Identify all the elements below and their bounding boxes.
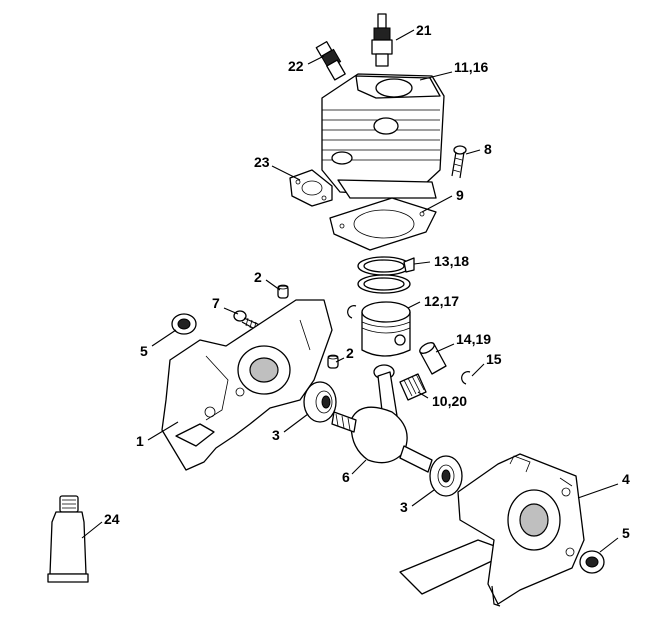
- cylinder-base-gasket: [329, 197, 437, 251]
- callout-dowel-pin-middle: 2: [346, 345, 354, 361]
- ball-bearing-left: [303, 381, 337, 423]
- dowel-pin-top: [277, 284, 289, 299]
- cylinder-screw: [451, 145, 467, 179]
- crankcase-right-half: [399, 453, 585, 607]
- dowel-pin-middle: [327, 354, 339, 369]
- callout-crankshaft: 6: [342, 469, 350, 485]
- callout-bearing-left: 3: [272, 427, 280, 443]
- callout-needle-cage: 10,20: [432, 393, 467, 409]
- callout-piston-rings: 13,18: [434, 253, 469, 269]
- callout-crankcase-screw: 7: [212, 295, 220, 311]
- decompression-valve: [315, 41, 346, 81]
- callout-bearing-right: 3: [400, 499, 408, 515]
- crankcase-left-half: [161, 299, 333, 471]
- needle-cage: [399, 373, 427, 401]
- callout-crankcase-left: 1: [136, 433, 144, 449]
- callout-piston-pin: 14,19: [456, 331, 491, 347]
- callout-cylinder: 11,16: [454, 59, 488, 75]
- callout-circlip: 15: [486, 351, 502, 367]
- circlip-left: [347, 305, 357, 319]
- piston-rings: [357, 256, 415, 294]
- oil-seal-left: [171, 313, 197, 335]
- callout-spark-plug: 21: [416, 22, 432, 38]
- callout-piston: 12,17: [424, 293, 459, 309]
- callout-cylinder-screw: 8: [484, 141, 492, 157]
- callout-dowel-pin-top: 2: [254, 269, 262, 285]
- callout-oil-seal-right: 5: [622, 525, 630, 541]
- exhaust-gasket: [289, 169, 333, 207]
- crankshaft: [331, 364, 433, 473]
- circlip-right: [461, 371, 471, 385]
- callout-decompression-valve: 22: [288, 58, 304, 74]
- piston: [361, 301, 411, 357]
- callout-exhaust-gasket: 23: [254, 154, 270, 170]
- callout-oil-seal-left: 5: [140, 343, 148, 359]
- leader-lines: [81, 29, 619, 553]
- grease-tube: [47, 495, 89, 583]
- callout-grease-tube: 24: [104, 511, 120, 527]
- callout-base-gasket: 9: [456, 187, 464, 203]
- spark-plug: [371, 13, 393, 67]
- ball-bearing-right: [429, 455, 463, 497]
- crankcase-screw: [233, 310, 263, 333]
- cylinder: [321, 73, 445, 199]
- oil-seal-right: [579, 550, 605, 574]
- piston-pin: [419, 342, 447, 375]
- callout-crankcase-right: 4: [622, 471, 630, 487]
